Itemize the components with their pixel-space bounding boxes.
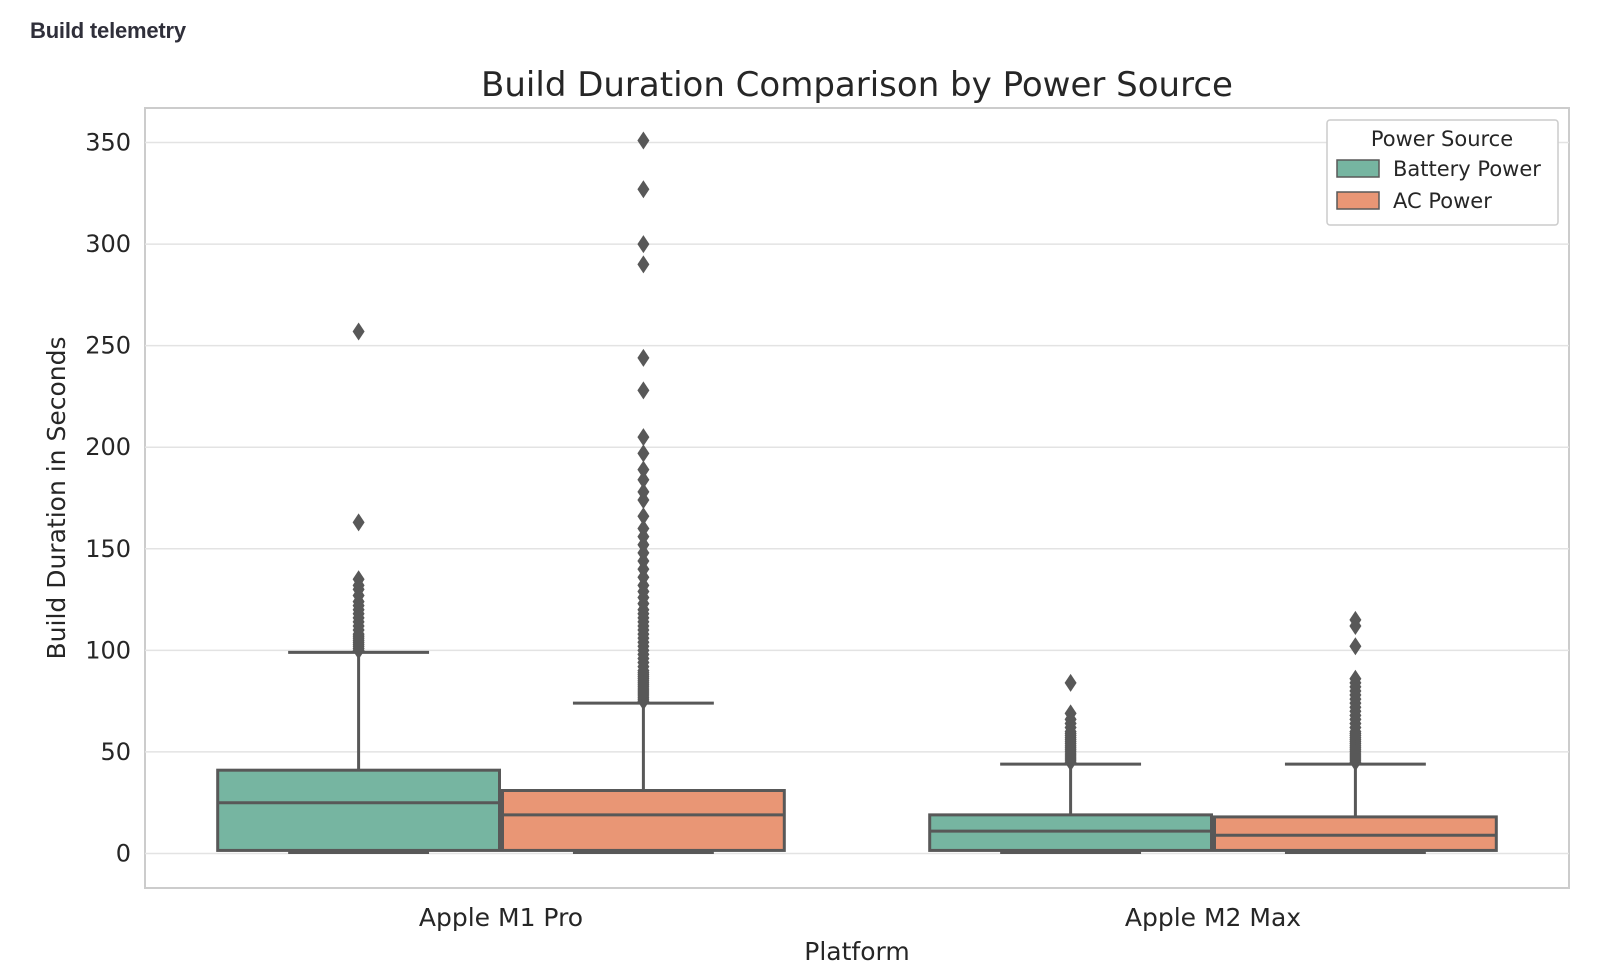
outlier-point bbox=[637, 519, 650, 538]
outlier-point bbox=[1349, 610, 1362, 629]
y-tick-label-300: 300 bbox=[85, 230, 131, 258]
outlier-point bbox=[637, 482, 650, 501]
outlier-point bbox=[637, 255, 650, 274]
outlier-point bbox=[637, 381, 650, 400]
outlier-point bbox=[1349, 669, 1362, 688]
legend-label-1: AC Power bbox=[1393, 189, 1492, 213]
outlier-point bbox=[637, 428, 650, 447]
legend-swatch-0 bbox=[1336, 159, 1380, 178]
box-0-1 bbox=[501, 131, 786, 854]
y-tick-label-100: 100 bbox=[85, 636, 131, 664]
y-tick-label-250: 250 bbox=[85, 332, 131, 360]
y-tick-label-50: 50 bbox=[100, 738, 131, 766]
box-1-1 bbox=[1213, 610, 1498, 854]
outlier-point bbox=[637, 460, 650, 479]
box-1-0 bbox=[928, 673, 1213, 854]
box-body bbox=[501, 789, 786, 852]
x-axis-categories: Apple M1 Pro Apple M2 Max bbox=[419, 903, 1301, 932]
outlier-point bbox=[1064, 673, 1077, 692]
outlier-point bbox=[1349, 637, 1362, 656]
page-header: Build telemetry bbox=[30, 18, 186, 43]
legend-label-0: Battery Power bbox=[1393, 157, 1541, 181]
gridlines bbox=[145, 141, 1569, 855]
outlier-point bbox=[637, 235, 650, 254]
outlier-point bbox=[352, 322, 365, 341]
outlier-point bbox=[352, 513, 365, 532]
x-category-label-0: Apple M1 Pro bbox=[419, 903, 583, 932]
chart-title: Build Duration Comparison by Power Sourc… bbox=[481, 65, 1233, 105]
box-body bbox=[216, 768, 501, 852]
box-body bbox=[928, 813, 1213, 852]
y-axis-ticks: 0 50 100 150 200 250 300 350 bbox=[85, 129, 131, 868]
box-0-0 bbox=[216, 322, 501, 854]
y-tick-label-200: 200 bbox=[85, 433, 131, 461]
legend-title: Power Source bbox=[1371, 127, 1513, 151]
outlier-point bbox=[352, 570, 365, 589]
outlier-point bbox=[637, 444, 650, 463]
outlier-point bbox=[1064, 704, 1077, 723]
legend-frame bbox=[1326, 119, 1559, 226]
y-tick-label-0: 0 bbox=[116, 839, 131, 867]
legend-swatch-1 bbox=[1336, 191, 1380, 210]
outlier-point bbox=[637, 131, 650, 150]
x-category-label-1: Apple M2 Max bbox=[1125, 903, 1301, 932]
x-axis-label: Platform bbox=[804, 937, 909, 966]
legend-items: Battery Power AC Power bbox=[1336, 157, 1541, 213]
y-tick-label-150: 150 bbox=[85, 535, 131, 563]
outlier-point bbox=[637, 348, 650, 367]
legend: Power Source Battery Power AC Power bbox=[1326, 119, 1559, 226]
plot-area-frame bbox=[144, 107, 1570, 889]
box-body bbox=[1213, 815, 1498, 852]
y-tick-label-350: 350 bbox=[85, 129, 131, 157]
y-axis-label: Build Duration in Seconds bbox=[42, 337, 71, 660]
box-groups bbox=[216, 131, 1498, 854]
outlier-point bbox=[637, 470, 650, 489]
outlier-point bbox=[637, 507, 650, 526]
outlier-point bbox=[637, 180, 650, 199]
